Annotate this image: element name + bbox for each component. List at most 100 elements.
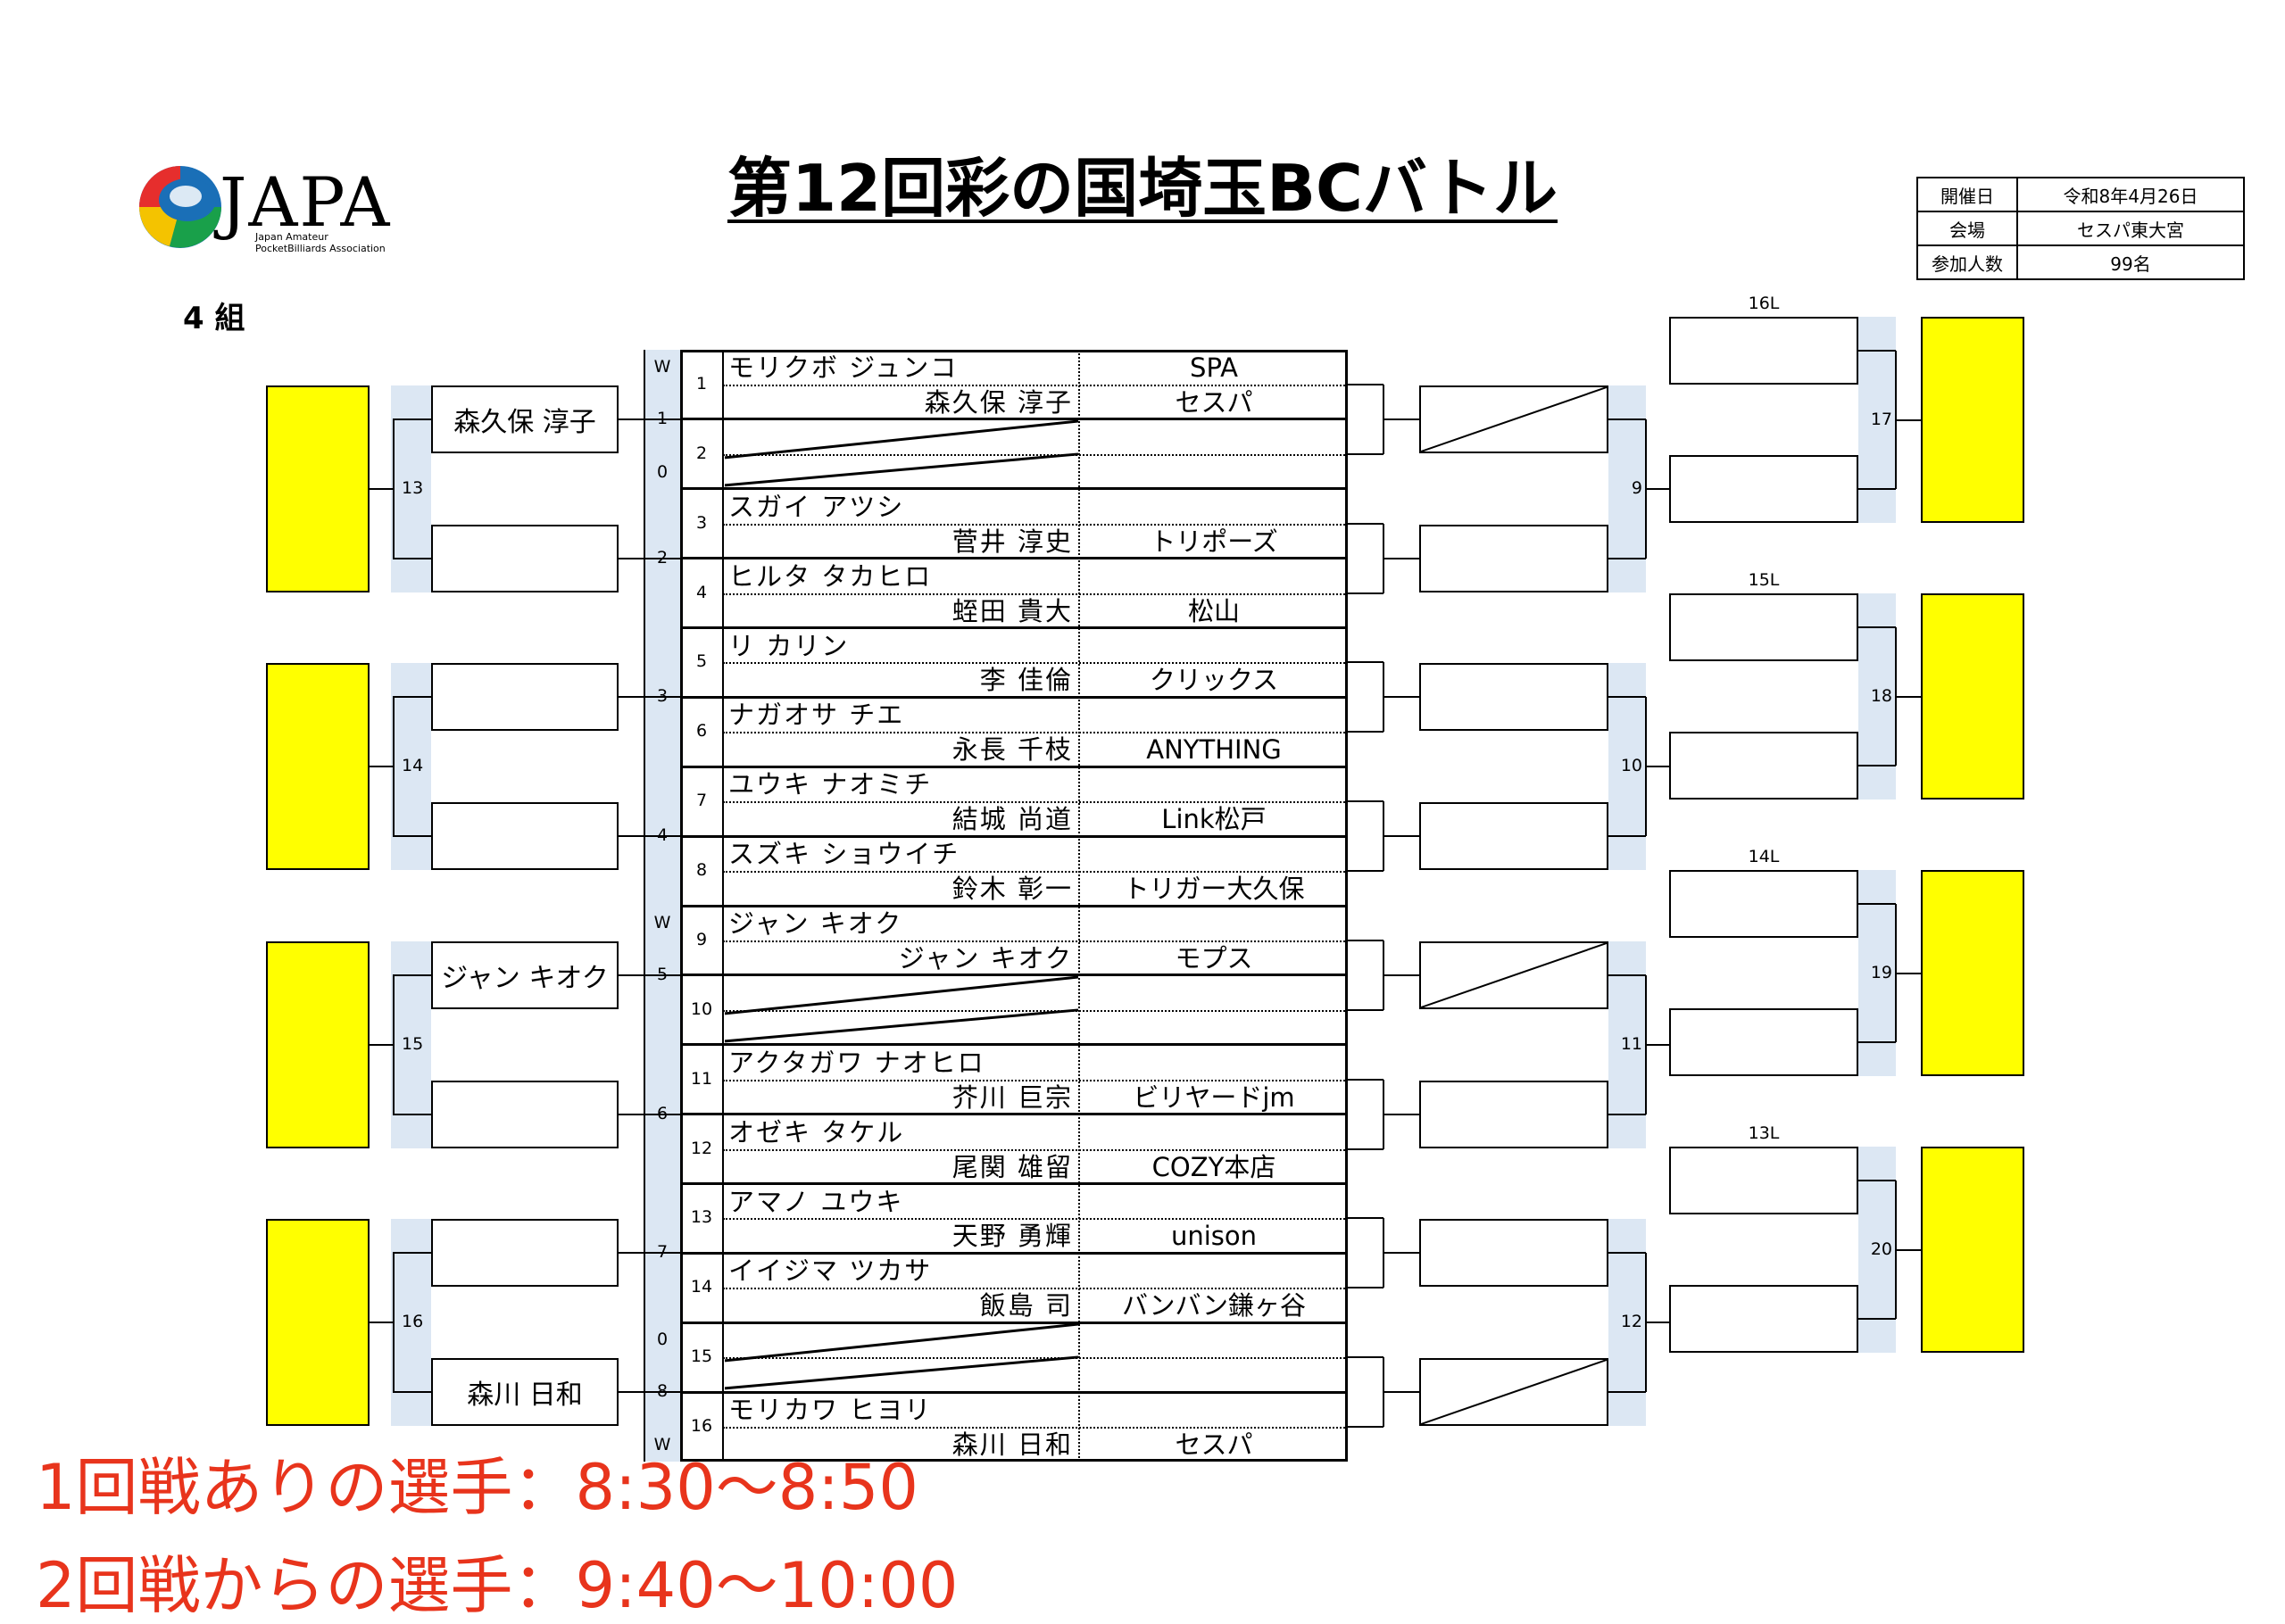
round2-entrant-box (1419, 524, 1608, 592)
logo-wordmark: JAPA (220, 162, 392, 242)
bye-slash (725, 975, 1079, 1043)
round2-entrant-box (1419, 940, 1608, 1009)
bracket-line (1348, 522, 1383, 525)
bracket-line (1383, 835, 1419, 838)
player-kana: ユウキ ナオミチ (728, 769, 933, 800)
bracket-line (1608, 1252, 1646, 1255)
draw-slot-number: 12 (690, 1138, 713, 1158)
bracket-line (1646, 766, 1683, 768)
bracket-line (1608, 1391, 1646, 1394)
draw-row-divider (723, 662, 1348, 665)
bracket-line (1348, 800, 1383, 803)
bracket-entrant-box (1669, 1147, 1858, 1214)
bracket-line (619, 696, 644, 699)
round2-entrant-box (431, 802, 619, 871)
bracket-line (644, 488, 645, 628)
round2-entrant-box (1419, 802, 1608, 871)
bracket-line (1858, 626, 1896, 628)
player-name: ジャン キオク (898, 942, 1073, 974)
draw-row-divider (723, 1148, 1348, 1151)
bracket-line (1896, 1248, 1921, 1251)
player-club-2: トリポーズ (1150, 526, 1278, 557)
draw-row-border (680, 974, 1348, 977)
bracket-line (393, 1113, 431, 1115)
draw-row-divider (723, 1427, 1348, 1429)
player-club-2: unison (1170, 1221, 1258, 1252)
bracket-line (393, 418, 431, 420)
info-label: 参加人数 (1916, 244, 2018, 280)
player-club-2: トリガー大久保 (1123, 874, 1305, 905)
draw-slot-number: 16 (690, 1416, 713, 1437)
round2-entrant-box (431, 524, 619, 592)
draw-row-border (680, 1390, 1348, 1394)
advancer-box (266, 1219, 370, 1427)
bracket-line (1608, 974, 1646, 976)
japa-logo: JAPA Japan Amateur PocketBilliards Assoc… (134, 161, 420, 259)
player-name: 尾関 雄留 (951, 1151, 1073, 1182)
player-kana: ヒルタ タカヒロ (728, 560, 933, 592)
schedule-note-round2: 2回戦からの選手：9:40〜10:00 (36, 1549, 959, 1622)
bracket-entrant-box (1669, 317, 1858, 385)
bracket-line (644, 418, 682, 420)
draw-row-border (680, 765, 1348, 768)
bracket-line (644, 1044, 645, 1184)
bracket-line (644, 557, 682, 559)
info-value: セスパ東大宮 (2016, 211, 2245, 246)
loser-source-label: 15L (1748, 570, 1780, 590)
bracket-line (1348, 1008, 1383, 1011)
bracket-line (1383, 1391, 1419, 1394)
bracket-line (393, 697, 395, 837)
draw-slot-number: 9 (695, 929, 708, 949)
player-name: 永長 千枝 (951, 734, 1073, 766)
bracket-line (1646, 1043, 1683, 1046)
bracket-entrant-box (1669, 1285, 1858, 1353)
round2-match-label: 13 (402, 477, 424, 498)
final-match-label: 19 (1870, 962, 1892, 982)
round2-entrant-box (1419, 663, 1608, 732)
bracket-line (619, 418, 644, 420)
bracket-line (393, 1252, 431, 1255)
bracket-line (619, 557, 644, 559)
round2-match-label: 10 (1620, 756, 1642, 776)
bracket-line (393, 835, 431, 838)
bracket-line (619, 835, 644, 838)
round2-match-label: 12 (1620, 1312, 1642, 1332)
loser-source-label: 16L (1748, 294, 1780, 313)
bracket-line (1348, 1078, 1383, 1081)
draw-row-divider (723, 523, 1348, 526)
round2-entrant-box (1419, 385, 1608, 453)
player-club-2: 松山 (1187, 595, 1240, 626)
player-club-2: バンバン鎌ヶ谷 (1122, 1290, 1306, 1322)
player-kana: リ カリン (728, 630, 850, 661)
player-kana: アマノ ユウキ (728, 1186, 904, 1217)
result-mark: W (653, 1435, 671, 1454)
draw-row-border (680, 626, 1348, 629)
bracket-line (644, 350, 645, 489)
draw-slot-number: 10 (690, 998, 713, 1019)
bye-slash (725, 1322, 1079, 1390)
bracket-line (644, 835, 682, 838)
info-row: 開催日令和8年4月26日 (1916, 177, 2245, 212)
bracket-line (1896, 418, 1921, 421)
draw-row-divider (723, 592, 1348, 595)
player-name: 結城 尚道 (951, 804, 1073, 835)
round2-match-label: 16 (402, 1312, 424, 1332)
player-club-2: クリックス (1149, 665, 1279, 696)
round2-entrant-box (431, 1219, 619, 1288)
final-match-label: 17 (1870, 409, 1892, 429)
player-club-2: COZY本店 (1151, 1151, 1276, 1182)
player-club-2: ANYTHING (1146, 734, 1282, 766)
bracket-line (1348, 1426, 1383, 1429)
round2-entrant-box (1419, 1080, 1608, 1148)
advancer-box (266, 663, 370, 871)
bracket-line (619, 974, 644, 976)
bracket-line (1858, 1318, 1896, 1320)
player-name: 芥川 巨宗 (951, 1081, 1073, 1113)
bracket-line (644, 1391, 682, 1394)
bracket-line (1348, 1356, 1383, 1359)
bye-slash (1421, 1360, 1607, 1425)
player-kana: イイジマ ツカサ (728, 1255, 933, 1287)
bracket-line (644, 1322, 645, 1462)
